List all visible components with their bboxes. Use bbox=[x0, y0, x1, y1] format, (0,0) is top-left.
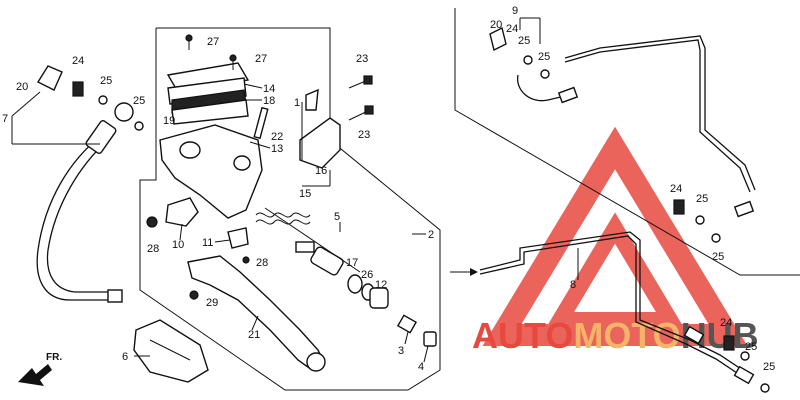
label-25f: 25 bbox=[712, 251, 724, 263]
label-25d: 25 bbox=[538, 51, 550, 63]
piston-set bbox=[255, 207, 389, 309]
brand-text: AUTOMOTOHUB bbox=[472, 315, 759, 356]
clutch-lever bbox=[187, 255, 326, 372]
label-26: 26 bbox=[361, 269, 373, 281]
watermark-logo: AUTOMOTOHUB bbox=[472, 126, 759, 356]
label-24c: 24 bbox=[670, 183, 682, 195]
label-13: 13 bbox=[271, 143, 283, 155]
left-hose-assembly bbox=[11, 65, 144, 303]
label-10: 10 bbox=[172, 239, 184, 251]
label-2: 2 bbox=[428, 229, 434, 241]
outline-frames bbox=[139, 8, 800, 391]
label-11: 11 bbox=[202, 237, 213, 249]
label-8: 8 bbox=[570, 279, 576, 291]
label-24a: 24 bbox=[72, 55, 84, 67]
fr-direction-arrow: FR. bbox=[18, 352, 62, 386]
label-23b: 23 bbox=[358, 129, 370, 141]
brand-auto: AUTO bbox=[472, 315, 573, 356]
label-4: 4 bbox=[418, 361, 424, 373]
label-29: 29 bbox=[206, 297, 218, 309]
label-24d: 24 bbox=[720, 317, 732, 329]
right-hose-assembly bbox=[450, 26, 770, 393]
switch-assembly bbox=[146, 197, 250, 264]
bracket-16 bbox=[299, 75, 374, 169]
leader-lines bbox=[134, 17, 579, 363]
label-20a: 20 bbox=[16, 81, 28, 93]
label-12: 12 bbox=[375, 279, 387, 291]
label-9: 9 bbox=[512, 5, 518, 17]
label-27b: 27 bbox=[255, 53, 267, 65]
label-19: 19 bbox=[163, 115, 175, 127]
part-labels: 27 27 14 18 19 22 13 1 16 15 23 23 24 25… bbox=[2, 5, 775, 373]
bolt-3-4 bbox=[396, 314, 437, 347]
label-28b: 28 bbox=[256, 257, 268, 269]
label-23a: 23 bbox=[356, 53, 368, 65]
label-28a: 28 bbox=[147, 243, 159, 255]
label-24b: 24 bbox=[506, 23, 518, 35]
label-3: 3 bbox=[398, 345, 404, 357]
label-7: 7 bbox=[2, 113, 8, 125]
label-25b: 25 bbox=[133, 95, 145, 107]
master-cylinder-assembly bbox=[159, 34, 269, 219]
label-25h: 25 bbox=[763, 361, 775, 373]
label-18: 18 bbox=[263, 95, 275, 107]
label-21: 21 bbox=[248, 329, 260, 341]
label-17: 17 bbox=[346, 257, 358, 269]
label-25g: 25 bbox=[745, 341, 757, 353]
label-14: 14 bbox=[263, 83, 275, 95]
label-6: 6 bbox=[122, 351, 128, 363]
lever-cover bbox=[133, 319, 209, 383]
label-25e: 25 bbox=[696, 193, 708, 205]
brand-moto: MOTO bbox=[573, 315, 680, 356]
label-22: 22 bbox=[271, 131, 283, 143]
label-25c: 25 bbox=[518, 35, 530, 47]
fr-label: FR. bbox=[46, 352, 62, 363]
label-20b: 20 bbox=[490, 19, 502, 31]
label-5: 5 bbox=[334, 211, 340, 223]
label-27a: 27 bbox=[207, 36, 219, 48]
label-25a: 25 bbox=[100, 75, 112, 87]
label-16: 16 bbox=[315, 165, 327, 177]
label-1: 1 bbox=[294, 97, 300, 109]
label-15: 15 bbox=[299, 188, 311, 200]
hose-fitting-20 bbox=[36, 65, 63, 91]
watermark-triangle bbox=[482, 126, 748, 346]
